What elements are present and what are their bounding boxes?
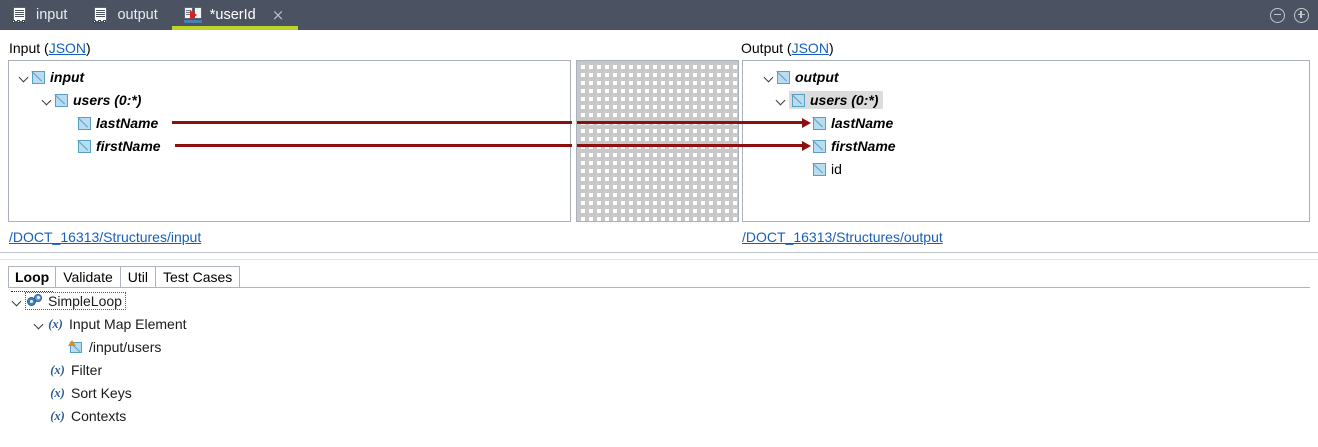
function-icon: (x) — [49, 363, 66, 377]
connector-line-firstname[interactable] — [175, 144, 572, 147]
tab-input[interactable]: input — [0, 0, 81, 30]
output-tree-label: firstName — [831, 138, 896, 154]
mapping-grid-canvas[interactable] — [576, 60, 739, 222]
function-icon: (x) — [47, 317, 64, 331]
element-icon — [55, 94, 68, 107]
input-tree-label: lastName — [96, 115, 158, 131]
bottom-tab-underline — [8, 287, 1310, 288]
map-icon — [184, 7, 202, 23]
element-icon — [777, 71, 790, 84]
element-icon — [792, 94, 805, 107]
minimize-icon[interactable] — [1270, 8, 1285, 23]
chevron-down-icon[interactable] — [762, 71, 775, 84]
function-icon: (x) — [49, 409, 66, 423]
tab-output-label: output — [117, 0, 157, 30]
input-panel-title-text: Input ( — [9, 40, 49, 56]
output-structure-tree[interactable]: output users (0:*) lastName firstName id — [742, 60, 1310, 222]
loop-tree-node-contexts[interactable]: (x) Contexts — [49, 406, 126, 426]
output-tree-node-output[interactable]: output — [762, 67, 839, 87]
input-panel-title-suffix: ) — [86, 40, 91, 56]
output-structure-path-link[interactable]: /DOCT_16313/Structures/output — [742, 229, 943, 245]
connector-line-firstname-right[interactable] — [577, 144, 803, 147]
output-panel-title-suffix: ) — [829, 40, 834, 56]
element-icon — [78, 117, 91, 130]
chevron-down-icon[interactable] — [17, 71, 30, 84]
tab-util[interactable]: Util — [120, 266, 156, 288]
element-icon — [813, 140, 826, 153]
input-panel-title: Input (JSON) — [9, 40, 91, 56]
path-icon — [68, 340, 83, 354]
input-structure-path-link[interactable]: /DOCT_16313/Structures/input — [9, 229, 201, 245]
selected-node-highlight[interactable]: users (0:*) — [789, 91, 883, 109]
tab-test-cases[interactable]: Test Cases — [155, 266, 240, 288]
input-tree-node-input[interactable]: input — [17, 67, 84, 87]
input-tree-label: firstName — [96, 138, 161, 154]
loop-tree-node-sort-keys[interactable]: (x) Sort Keys — [49, 383, 132, 403]
input-tree-node-users[interactable]: users (0:*) — [40, 90, 141, 110]
input-structure-path: /DOCT_16313/Structures/input — [9, 229, 201, 245]
document-icon — [12, 7, 28, 23]
loop-tree-label: SimpleLoop — [48, 293, 122, 309]
element-icon — [78, 140, 91, 153]
connector-line-lastname[interactable] — [172, 121, 572, 124]
tab-input-label: input — [36, 0, 67, 30]
output-tree-node-firstname[interactable]: firstName — [813, 136, 896, 156]
connector-arrowhead-lastname — [802, 118, 811, 128]
output-panel-title: Output (JSON) — [741, 40, 834, 56]
function-icon: (x) — [49, 386, 66, 400]
loop-tree-label: /input/users — [89, 339, 161, 355]
connector-arrowhead-firstname — [802, 141, 811, 151]
window-controls — [1270, 0, 1318, 30]
loop-tree-node-input-map-element[interactable]: (x) Input Map Element — [32, 314, 187, 334]
input-tree-label: input — [50, 69, 84, 85]
tab-output[interactable]: output — [81, 0, 171, 30]
loop-tree-node-input-users-path[interactable]: /input/users — [68, 337, 161, 357]
loop-tree-label: Sort Keys — [71, 385, 132, 401]
tab-userid-label: *userId — [210, 0, 256, 30]
output-tree-node-id[interactable]: id — [813, 159, 842, 179]
tab-validate[interactable]: Validate — [55, 266, 121, 288]
bottom-tab-bar: Loop Validate Util Test Cases — [8, 266, 240, 288]
input-json-link[interactable]: JSON — [49, 40, 86, 56]
output-tree-label: users (0:*) — [810, 92, 878, 108]
input-structure-tree[interactable]: input users (0:*) lastName firstName — [8, 60, 571, 222]
element-icon — [813, 117, 826, 130]
maximize-icon[interactable] — [1294, 8, 1309, 23]
output-tree-label: id — [831, 161, 842, 177]
output-tree-label: lastName — [831, 115, 893, 131]
input-tree-node-lastname[interactable]: lastName — [78, 113, 158, 133]
tab-userid[interactable]: *userId × — [172, 0, 299, 30]
output-panel-title-text: Output ( — [741, 40, 792, 56]
element-icon — [813, 163, 826, 176]
output-tree-node-users[interactable]: users (0:*) — [774, 90, 883, 110]
chevron-down-icon[interactable] — [32, 318, 45, 331]
chevron-down-icon[interactable] — [10, 295, 23, 308]
section-divider-secondary — [0, 259, 1318, 260]
output-tree-label: output — [795, 69, 839, 85]
loop-tree-node-simpleloop[interactable]: SimpleLoop — [10, 291, 126, 311]
input-tree-node-firstname[interactable]: firstName — [78, 136, 161, 156]
chevron-down-icon[interactable] — [40, 94, 53, 107]
section-divider — [0, 252, 1318, 253]
element-icon — [32, 71, 45, 84]
chevron-down-icon[interactable] — [774, 94, 787, 107]
document-icon — [93, 7, 109, 23]
gears-icon — [27, 294, 43, 309]
connector-line-lastname-right[interactable] — [577, 121, 803, 124]
loop-tree-node-filter[interactable]: (x) Filter — [49, 360, 102, 380]
loop-tree-label: Contexts — [71, 408, 126, 424]
close-icon[interactable]: × — [272, 8, 285, 23]
window-tab-bar: input output *userId × — [0, 0, 1318, 30]
output-structure-path: /DOCT_16313/Structures/output — [742, 229, 943, 245]
output-tree-node-lastname[interactable]: lastName — [813, 113, 893, 133]
tab-loop[interactable]: Loop — [8, 266, 56, 288]
output-json-link[interactable]: JSON — [792, 40, 829, 56]
input-tree-label: users (0:*) — [73, 92, 141, 108]
loop-tree-label: Input Map Element — [69, 316, 187, 332]
loop-tree-label: Filter — [71, 362, 102, 378]
